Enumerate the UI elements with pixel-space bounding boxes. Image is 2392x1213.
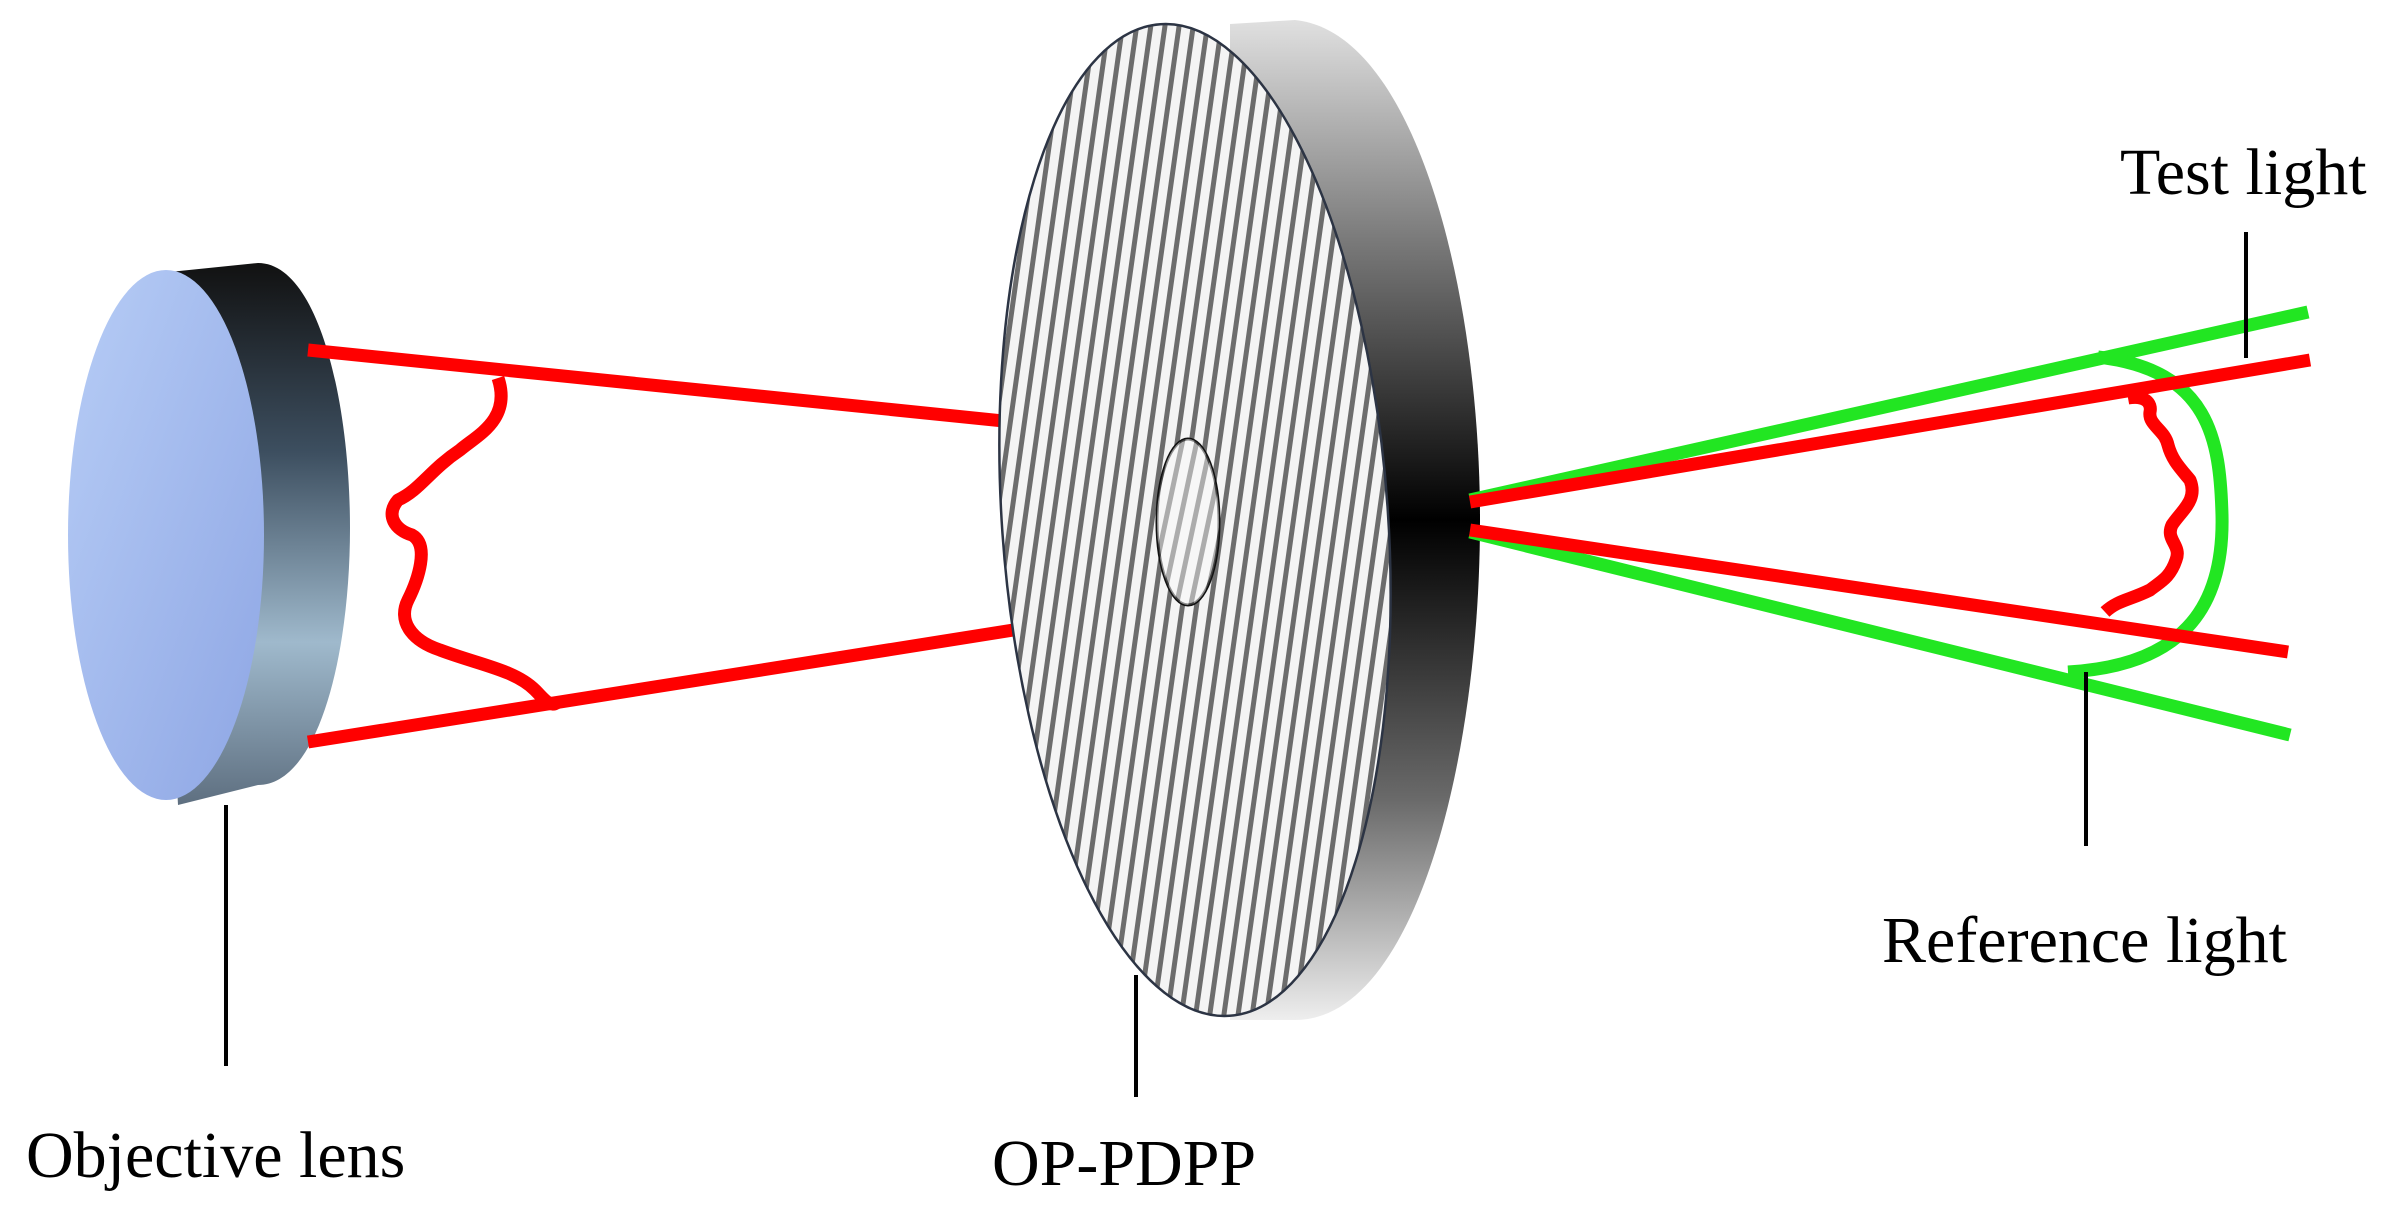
reference-light-label: Reference light [1882, 904, 2287, 977]
reference-beam-lower-ray [1468, 525, 2292, 742]
test-light-label: Test light [2120, 136, 2367, 209]
test-light-beam-output [1468, 353, 2312, 659]
distorted-wavefront-incident [385, 375, 562, 711]
leader-lines [224, 232, 2248, 1097]
output-beam-lower-ray [1469, 523, 2289, 659]
distorted-wavefront-output [2100, 390, 2199, 617]
op-pdpp-plate [998, 20, 1480, 1020]
reference-beam-upper-ray [1468, 305, 2310, 507]
objective-lens-label: Objective lens [26, 1119, 405, 1192]
output-beam-upper-ray [1468, 353, 2312, 509]
objective-lens-face [68, 270, 264, 800]
op-pdpp-hole-hatch [1157, 439, 1219, 605]
objective-lens [68, 263, 350, 805]
op-pdpp-label: OP-PDPP [992, 1127, 1256, 1200]
